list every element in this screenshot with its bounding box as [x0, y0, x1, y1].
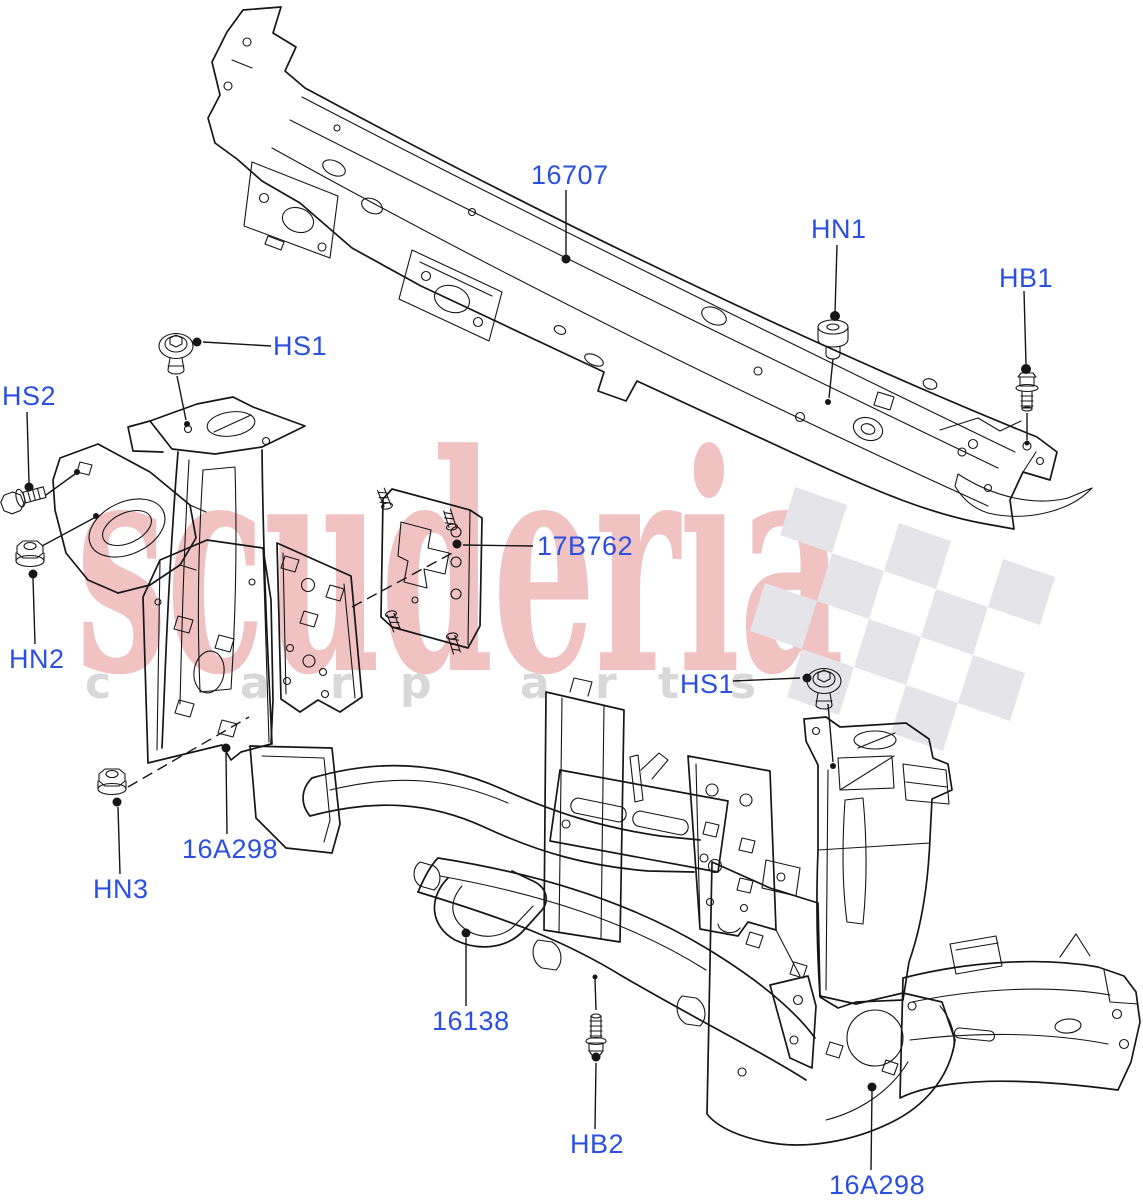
part-16707-front-panel: [208, 7, 1092, 529]
clip-nut-hn1: [818, 320, 848, 359]
part-label-hn2: HN2: [9, 644, 65, 674]
stud-bolt: [377, 487, 393, 510]
nut-hn3: [98, 769, 126, 795]
bolt-hb2: [586, 1014, 606, 1055]
watermark-letter-3: p: [400, 658, 432, 709]
bolt-hb1: [1016, 373, 1038, 411]
part-label-hb2: HB2: [570, 1129, 625, 1159]
leader-lines: [24, 190, 1031, 1170]
part-center-plate: [277, 543, 362, 712]
part-label-hn1: HN1: [811, 214, 867, 244]
watermark-letter-5: r: [595, 658, 617, 709]
watermark-letter-1: a: [240, 658, 270, 709]
part-16a298-right-side-panel: [707, 717, 1140, 1145]
part-label-16707: 16707: [531, 160, 609, 190]
part-label-16a298-right: 16A298: [829, 1170, 926, 1200]
part-label-hs1-right: HS1: [680, 669, 735, 699]
watermark-letter-4: a: [520, 658, 550, 709]
part-label-16a298-left: 16A298: [182, 834, 279, 864]
part-17b762-bracket: [377, 487, 482, 654]
stud-bolt: [444, 508, 458, 530]
part-label-hn3: HN3: [93, 874, 149, 904]
part-16138-subframe: [303, 678, 816, 1080]
watermark-letter-6: t: [658, 658, 680, 709]
watermark-letter-2: r: [330, 658, 352, 709]
bolt-hs2: [0, 483, 48, 516]
part-label-16138: 16138: [432, 1006, 510, 1036]
part-16a298-left-side-panel: [53, 397, 340, 853]
stud-bolt: [446, 632, 460, 654]
part-label-17b762: 17B762: [537, 531, 634, 561]
stud-bolt: [385, 610, 401, 633]
part-label-hs2: HS2: [2, 381, 57, 411]
checkered-flag-watermark: [750, 487, 1055, 751]
part-label-hs1-left: HS1: [273, 331, 328, 361]
watermark-letter-7: s: [730, 658, 757, 709]
nut-hn2: [16, 541, 44, 567]
watermark-letter-0: c: [85, 658, 112, 709]
screw-hs1-left: [159, 334, 193, 375]
part-label-hb1: HB1: [999, 263, 1054, 293]
